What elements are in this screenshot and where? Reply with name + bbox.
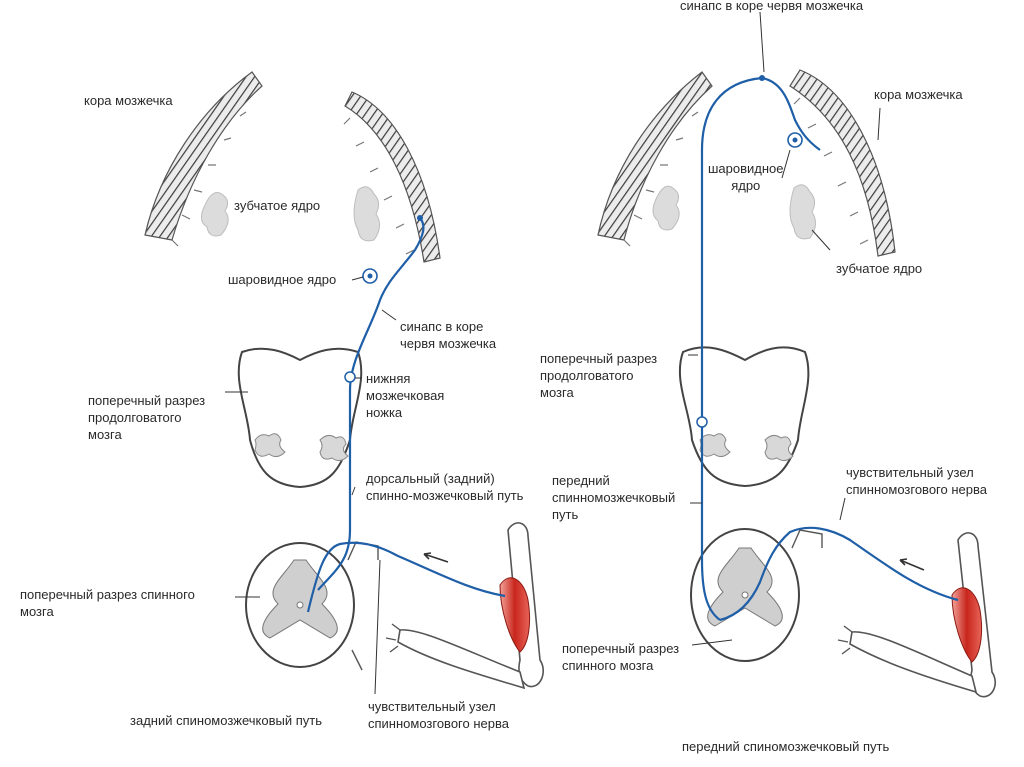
right-label-tract-line2: спинномозжечковый bbox=[552, 490, 676, 505]
right-label-synapse: синапс в коре червя мозжечка bbox=[680, 0, 864, 13]
left-arm-muscle bbox=[499, 577, 531, 653]
right-label-tract: передний спинномозжечковый путь bbox=[552, 472, 675, 523]
right-leader-lines bbox=[688, 11, 881, 646]
right-label-ganglion-line2: спинномозгового нерва bbox=[846, 482, 987, 497]
right-arm-forearm bbox=[849, 631, 978, 694]
right-label-tract-line3: путь bbox=[552, 507, 579, 522]
right-dentate-nucleus bbox=[652, 185, 680, 231]
left-cerebellum-hemisphere-right bbox=[344, 91, 441, 263]
right-label-globose: шаровидное ядро bbox=[708, 160, 784, 194]
left-panel bbox=[144, 71, 544, 695]
left-dentate-nucleus bbox=[201, 192, 229, 237]
left-medulla-section bbox=[237, 347, 363, 489]
right-label-spinal: поперечный разрез спинного мозга bbox=[562, 640, 679, 674]
right-label-ganglion-line1: чувствительный узел bbox=[846, 465, 974, 480]
right-label-medulla-line2: продолговатого bbox=[540, 368, 634, 383]
right-arm-muscle bbox=[951, 587, 983, 663]
right-cerebellum-hemisphere-right bbox=[789, 69, 896, 257]
left-label-medulla-line2: продолговатого bbox=[88, 410, 182, 425]
left-label-tract: дорсальный (задний) спинно-мозжечковый п… bbox=[366, 470, 523, 504]
left-arm-forearm bbox=[397, 629, 526, 690]
left-label-spinal-line1: поперечный разрез спинного bbox=[20, 587, 195, 602]
right-label-medulla: поперечный разрез продолговатого мозга bbox=[540, 350, 657, 401]
left-cerebellum-folia-right bbox=[343, 117, 415, 255]
left-label-peduncle: нижняя мозжечковая ножка bbox=[366, 370, 444, 421]
left-label-medulla-line3: мозга bbox=[88, 427, 122, 442]
left-label-peduncle-line3: ножка bbox=[366, 405, 403, 420]
right-medulla-section bbox=[678, 346, 810, 488]
left-label-spinal: поперечный разрез спинного мозга bbox=[20, 586, 195, 620]
right-caption: передний спиномозжечковый путь bbox=[682, 739, 890, 754]
left-label-ganglion-line2: спинномозгового нерва bbox=[368, 716, 509, 731]
left-medulla-olive-left bbox=[254, 433, 286, 458]
right-label-globose-line2: ядро bbox=[731, 178, 761, 193]
right-spinal-gray-matter bbox=[707, 547, 783, 627]
left-label-synapse: синапс в коре червя мозжечка bbox=[400, 318, 496, 352]
left-leader-lines bbox=[225, 276, 397, 695]
left-caption: задний спиномозжечковый путь bbox=[130, 713, 323, 728]
right-label-ganglion: чувствительный узел спинномозгового нерв… bbox=[846, 464, 987, 498]
right-label-spinal-line1: поперечный разрез bbox=[562, 641, 680, 656]
left-label-tract-line2: спинно-мозжечковый путь bbox=[366, 488, 524, 503]
left-label-globose: шаровидное ядро bbox=[228, 272, 337, 287]
left-cerebellum-folia-left bbox=[171, 111, 247, 247]
right-direction-arrow-icon bbox=[899, 558, 925, 571]
left-direction-arrow-icon bbox=[423, 552, 449, 563]
left-dentate-nucleus-right bbox=[353, 186, 380, 242]
left-medulla-olive-right bbox=[319, 434, 349, 462]
left-label-ganglion: чувствительный узел спинномозгового нерв… bbox=[368, 698, 509, 732]
left-label-synapse-line1: синапс в коре bbox=[400, 319, 484, 334]
right-label-spinal-line2: спинного мозга bbox=[562, 658, 654, 673]
left-label-spinal-line2: мозга bbox=[20, 604, 54, 619]
left-pathway-tract bbox=[317, 217, 425, 591]
right-panel bbox=[597, 11, 996, 698]
right-label-cortex: кора мозжечка bbox=[874, 87, 963, 102]
right-label-dentate: зубчатое ядро bbox=[836, 261, 923, 276]
left-label-cortex: кора мозжечка bbox=[84, 93, 173, 108]
left-cerebellum-hemisphere-left bbox=[144, 71, 263, 241]
right-pathway-tract bbox=[700, 76, 821, 621]
right-label-medulla-line1: поперечный разрез bbox=[540, 351, 658, 366]
left-label-dentate: зубчатое ядро bbox=[234, 198, 321, 213]
left-label-synapse-line2: червя мозжечка bbox=[400, 336, 497, 351]
right-label-medulla-line3: мозга bbox=[540, 385, 574, 400]
right-dentate-nucleus-right bbox=[789, 184, 816, 240]
left-label-peduncle-line1: нижняя bbox=[366, 371, 411, 386]
left-label-ganglion-line1: чувствительный узел bbox=[368, 699, 496, 714]
right-label-globose-line1: шаровидное bbox=[708, 161, 784, 176]
left-label-tract-line1: дорсальный (задний) bbox=[366, 471, 495, 486]
left-label-medulla-line1: поперечный разрез bbox=[88, 393, 206, 408]
left-pathway-sensory-fiber bbox=[306, 541, 506, 613]
left-label-medulla: поперечный разрез продолговатого мозга bbox=[88, 392, 205, 443]
right-label-tract-line1: передний bbox=[552, 473, 610, 488]
right-pathway-sensory-fiber bbox=[719, 526, 959, 622]
left-spinal-gray-matter bbox=[262, 559, 338, 639]
right-cerebellum-hemisphere-left bbox=[597, 71, 713, 241]
left-label-peduncle-line2: мозжечковая bbox=[366, 388, 445, 403]
